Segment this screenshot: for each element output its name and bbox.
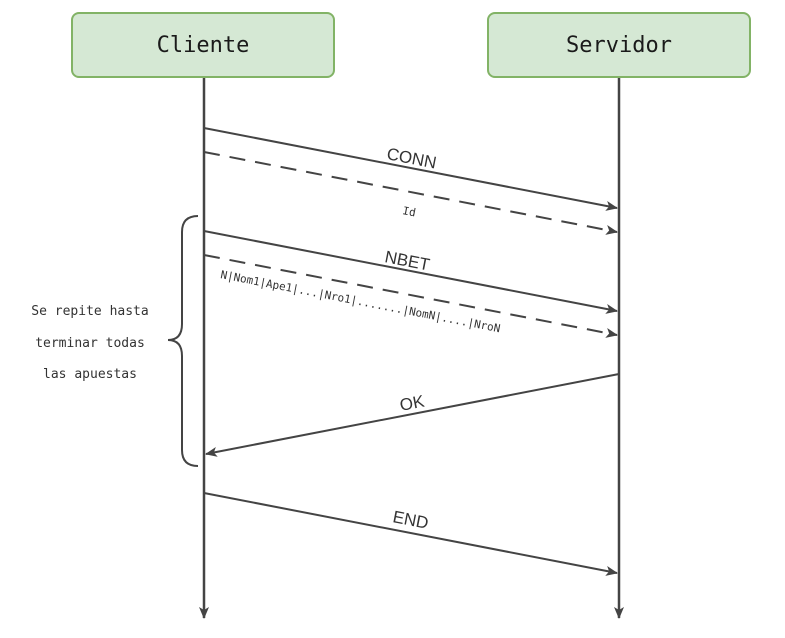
client-label: Cliente: [156, 32, 250, 58]
loop-note-line3: las apuestas: [43, 367, 137, 382]
server-label: Servidor: [566, 32, 672, 58]
end-label: END: [391, 507, 430, 533]
client-participant: Cliente: [71, 12, 335, 78]
ok-label: OK: [398, 391, 426, 414]
nbet-payload-arrow: [203, 254, 618, 338]
id-label: Id: [401, 204, 416, 219]
nbet-arrow: [203, 230, 618, 314]
loop-note-line2: terminar todas: [35, 336, 145, 351]
nbet-label: NBET: [383, 247, 431, 274]
server-participant: Servidor: [487, 12, 751, 78]
conn-arrow: [203, 127, 618, 211]
ok-arrow: [205, 373, 620, 457]
nbet-payload-label: N|Nom1|Ape1|...|Nro1|.......|NomN|....|N…: [219, 268, 501, 335]
id-arrow: [203, 151, 618, 235]
end-arrow: [203, 492, 618, 576]
loop-brace: [167, 215, 199, 467]
loop-note-line1: Se repite hasta: [31, 304, 149, 319]
